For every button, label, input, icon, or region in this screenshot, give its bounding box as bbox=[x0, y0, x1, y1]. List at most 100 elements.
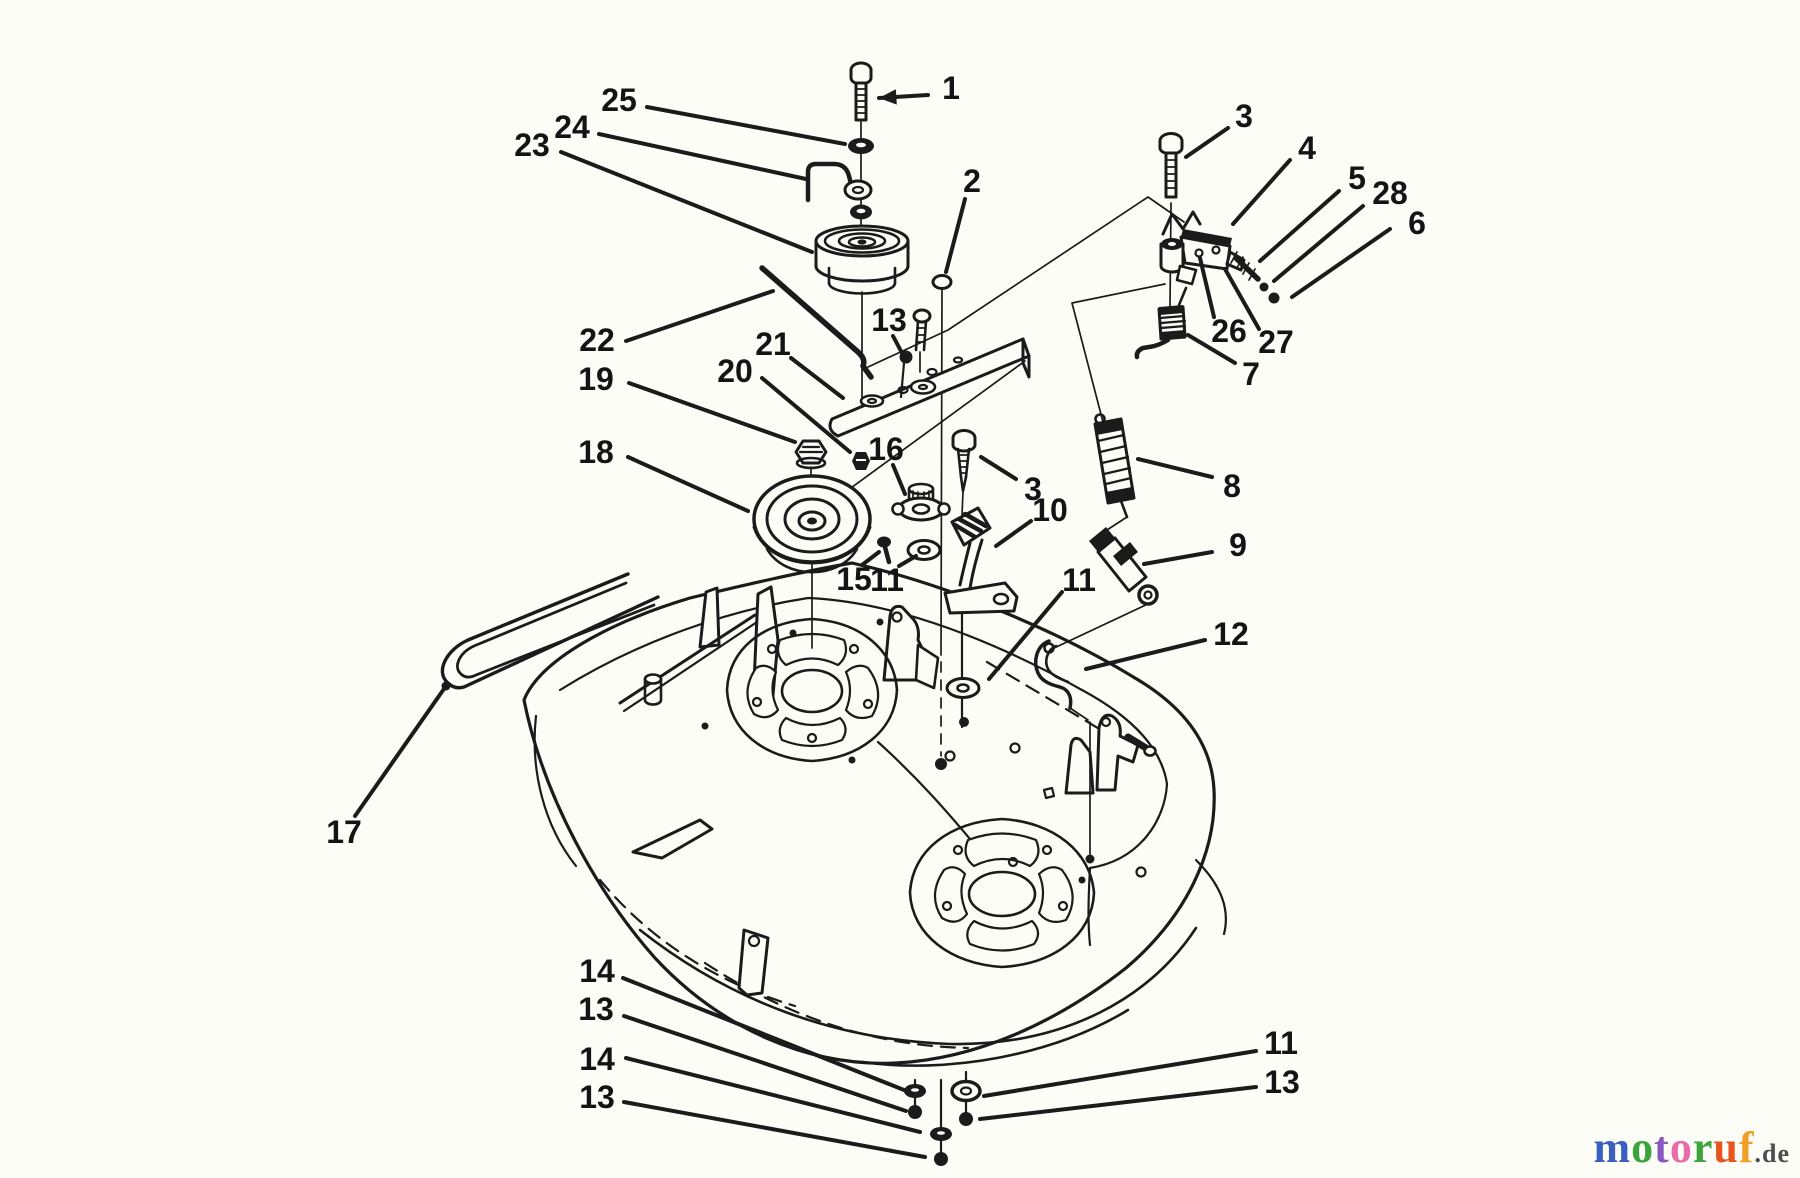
pivot-bracket-4 bbox=[1159, 210, 1246, 286]
callout-leader-line bbox=[1258, 189, 1341, 263]
callout-leader-line bbox=[1231, 158, 1292, 226]
callout-leader-line bbox=[994, 519, 1033, 548]
carriage-bolt-on-plate bbox=[912, 308, 932, 373]
logo-letter: t bbox=[1654, 1123, 1670, 1172]
motoruf-logo: motoruf.de bbox=[1594, 1126, 1790, 1170]
extension-spring-7 bbox=[1134, 286, 1188, 360]
logo-letter: o bbox=[1631, 1123, 1655, 1172]
part-number-label: 19 bbox=[578, 361, 614, 397]
callout-leader-line bbox=[978, 1085, 1258, 1121]
flat-idler-pulley bbox=[814, 224, 910, 295]
callout-leader-line bbox=[1186, 333, 1237, 365]
part-number-label: 13 bbox=[579, 1079, 615, 1115]
part-number-label: 4 bbox=[1298, 130, 1316, 166]
hex-bolt-1 bbox=[849, 61, 873, 122]
logo-letter: u bbox=[1713, 1123, 1739, 1172]
part-number-label: 14 bbox=[579, 953, 615, 989]
part-number-label: 13 bbox=[1264, 1064, 1300, 1100]
callout-leader-line bbox=[1142, 550, 1214, 566]
callout-leader-line bbox=[597, 132, 808, 181]
part-number-label: 1 bbox=[942, 70, 960, 106]
logo-letter: f bbox=[1738, 1123, 1755, 1172]
callout-leader-line bbox=[621, 976, 906, 1092]
carriage-bolt-2 bbox=[931, 274, 953, 770]
part-number-label: 25 bbox=[601, 82, 637, 118]
part-number-label: 11 bbox=[1062, 562, 1096, 598]
part-number-label: 17 bbox=[326, 814, 362, 850]
callout-leader-line bbox=[559, 150, 814, 254]
part-number-label: 11 bbox=[870, 562, 904, 598]
part-number-label: 3 bbox=[1024, 471, 1042, 507]
part-number-label: 13 bbox=[871, 302, 907, 338]
callout-leader-line bbox=[622, 1100, 927, 1159]
callout-arrowhead-icon bbox=[879, 89, 897, 105]
callout-leader-line bbox=[1184, 126, 1230, 159]
callout-leader-line bbox=[987, 590, 1064, 681]
stud-and-nuts-5-28-6 bbox=[1230, 251, 1280, 304]
part-number-label: 22 bbox=[579, 322, 615, 358]
deck-spindle-opening-left bbox=[725, 617, 899, 763]
callout-leader-line bbox=[979, 455, 1018, 481]
callout-leader-line bbox=[1272, 204, 1365, 283]
flange-nut-19 bbox=[794, 439, 828, 470]
hanger-bracket-12 bbox=[1034, 639, 1095, 864]
drive-belt bbox=[440, 572, 660, 690]
callout-leader-line bbox=[622, 1014, 908, 1113]
idler-arm-plate bbox=[828, 308, 1031, 438]
logo-wordmark: motoruf bbox=[1594, 1123, 1755, 1172]
part-number-label: 18 bbox=[578, 434, 614, 470]
flanged-bushing-16 bbox=[891, 482, 951, 522]
callout-leader-line bbox=[353, 684, 448, 818]
part-number-label: 28 bbox=[1372, 175, 1408, 211]
logo-letter: m bbox=[1593, 1123, 1632, 1172]
part-number-label: 26 bbox=[1211, 313, 1247, 349]
callout-leader-line bbox=[1290, 227, 1392, 299]
washer-small bbox=[850, 204, 872, 220]
callout-leader-line bbox=[891, 463, 907, 496]
part-number-label: 5 bbox=[1348, 160, 1366, 196]
callout-leader-line bbox=[1223, 267, 1261, 331]
part-number-label: 14 bbox=[579, 1041, 615, 1077]
callout-leader-line bbox=[645, 105, 847, 146]
hex-nut-20 bbox=[852, 452, 870, 470]
callout-leader-line bbox=[1084, 638, 1207, 671]
part-number-label: 20 bbox=[717, 353, 753, 389]
hook-wire-24 bbox=[805, 161, 873, 203]
part-number-label: 2 bbox=[963, 163, 981, 199]
part-number-label: 24 bbox=[554, 109, 590, 145]
part-number-label: 10 bbox=[1032, 492, 1068, 528]
part-number-label: 7 bbox=[1242, 356, 1260, 392]
callout-leader-line bbox=[891, 334, 904, 355]
v-idler-assembly bbox=[752, 439, 951, 649]
callout-leader-line bbox=[1136, 457, 1214, 479]
part-number-label: 6 bbox=[1408, 205, 1426, 241]
logo-suffix: .de bbox=[1754, 1139, 1790, 1168]
callout-leader-line bbox=[860, 550, 881, 567]
callout-leader-line bbox=[1198, 256, 1216, 319]
mower-deck-shell bbox=[522, 561, 1227, 1067]
logo-letter: r bbox=[1692, 1123, 1714, 1172]
bottom-hardware-stacks bbox=[904, 1070, 982, 1166]
part-number-label: 12 bbox=[1213, 616, 1249, 652]
washer-25 bbox=[848, 138, 874, 154]
callout-leader-line bbox=[624, 289, 775, 343]
deck-spindle-opening-right bbox=[908, 817, 1096, 969]
callout-leader-line bbox=[944, 197, 967, 274]
callout-leader-line bbox=[982, 1049, 1258, 1098]
tension-link-assembly bbox=[943, 413, 1159, 864]
v-idler-pulley bbox=[752, 474, 872, 574]
part-number-label: 13 bbox=[578, 991, 614, 1027]
spacer-9 bbox=[1089, 527, 1159, 606]
part-number-label: 8 bbox=[1223, 468, 1241, 504]
callout-leader-line bbox=[760, 376, 852, 454]
callout-leader-line bbox=[897, 554, 918, 568]
logo-letter: o bbox=[1669, 1123, 1693, 1172]
callout-dot-icon bbox=[441, 681, 451, 691]
part-number-label: 3 bbox=[1235, 98, 1253, 134]
flat-washer-11-center bbox=[945, 677, 981, 699]
bolt-15 bbox=[877, 536, 892, 565]
part-number-label: 21 bbox=[755, 326, 791, 362]
